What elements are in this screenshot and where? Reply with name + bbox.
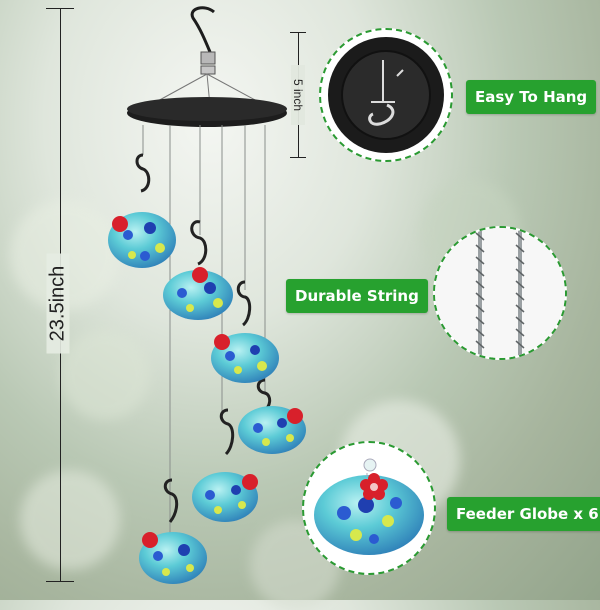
feeder-globe — [163, 267, 233, 320]
feeder-globe — [108, 212, 176, 268]
string-detail-circle — [433, 226, 567, 360]
feeder-globe — [238, 406, 306, 454]
globe-detail-circle — [302, 441, 436, 575]
hanger-detail-circle — [319, 28, 453, 162]
durable-string-label: Durable String — [286, 279, 428, 313]
feeder-globe-icon — [314, 458, 424, 555]
top-hook-icon — [190, 6, 215, 53]
feeder-globe-label: Feeder Globe x 6 — [447, 497, 600, 531]
feeder-globes — [108, 212, 306, 584]
feeder-globe — [139, 532, 207, 584]
hanging-hook-icon — [328, 37, 444, 153]
feeder-globe — [192, 472, 258, 522]
easy-to-hang-label: Easy To Hang — [466, 80, 597, 114]
feeder-globe — [211, 333, 279, 383]
string-icon — [435, 228, 565, 358]
